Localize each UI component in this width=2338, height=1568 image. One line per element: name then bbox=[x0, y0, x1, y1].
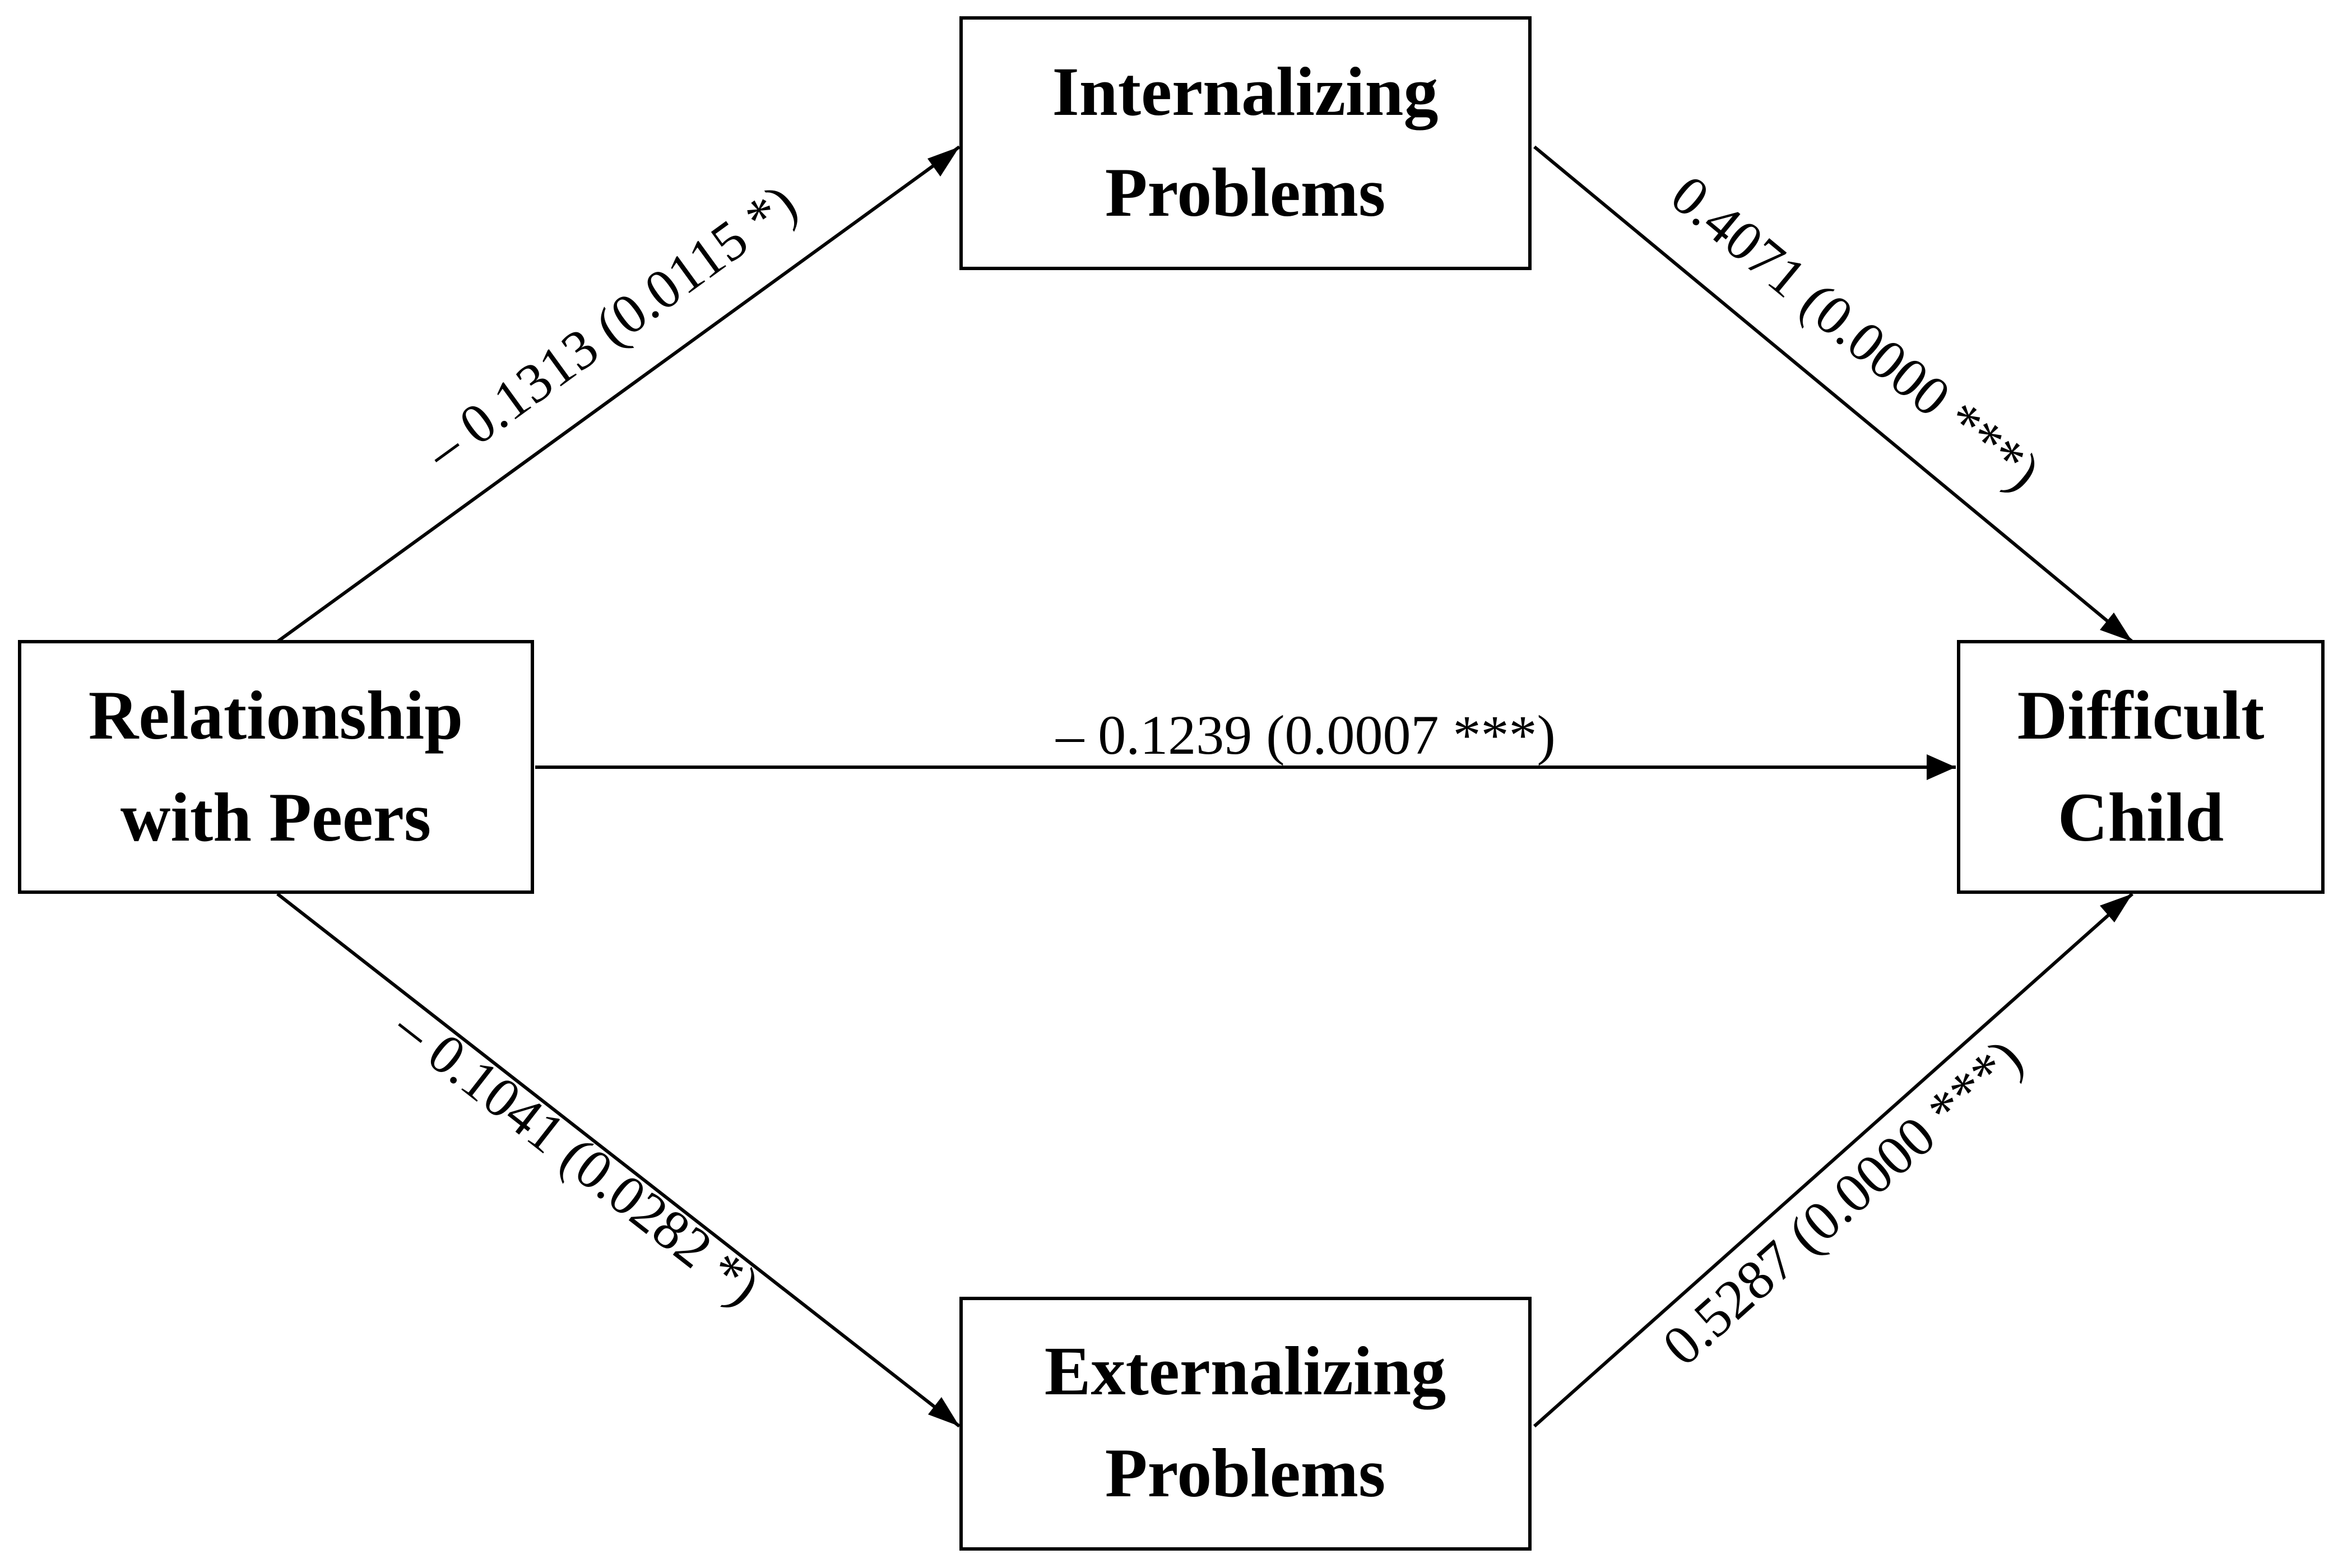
edge-label-internalizing-to-difficult: 0.4071 (0.0000 ***) bbox=[1659, 163, 2052, 503]
node-label-line2: Problems bbox=[1105, 1435, 1386, 1511]
edge-externalizing-to-difficult: 0.5287 (0.0000 ***) bbox=[1533, 892, 2133, 1428]
edge-peers-to-difficult: – 0.1239 (0.0007 ***) bbox=[535, 704, 1956, 780]
edge-label-peers-to-difficult: – 0.1239 (0.0007 ***) bbox=[1055, 704, 1556, 766]
edge-line bbox=[276, 145, 961, 643]
node-label-line1: Internalizing bbox=[1052, 53, 1439, 131]
edge-line bbox=[1533, 145, 2133, 643]
edge-line bbox=[276, 892, 961, 1428]
edge-internalizing-to-difficult: 0.4071 (0.0000 ***) bbox=[1533, 145, 2133, 643]
arrowhead bbox=[2100, 613, 2132, 642]
edge-label-externalizing-to-difficult: 0.5287 (0.0000 ***) bbox=[1651, 1027, 2034, 1377]
node-difficult-child: Difficult Child bbox=[1957, 640, 2325, 894]
node-relationship-with-peers: Relationship with Peers bbox=[18, 640, 534, 894]
node-label-line1: Difficult bbox=[2017, 677, 2265, 754]
node-label-line1: Externalizing bbox=[1045, 1333, 1446, 1410]
node-box bbox=[1957, 640, 2325, 894]
node-box bbox=[959, 1297, 1532, 1551]
edge-label-peers-to-externalizing: – 0.1041 (0.0282 *) bbox=[383, 995, 772, 1318]
node-label-line1: Relationship bbox=[89, 677, 463, 754]
edge-line bbox=[1533, 892, 2133, 1428]
edge-peers-to-internalizing: – 0.1313 (0.0115 *) bbox=[276, 145, 961, 643]
arrowhead bbox=[2100, 894, 2132, 922]
arrowhead bbox=[1927, 754, 1956, 780]
arrowhead bbox=[927, 147, 959, 177]
node-externalizing-problems: Externalizing Problems bbox=[959, 1297, 1532, 1551]
edge-peers-to-externalizing: – 0.1041 (0.0282 *) bbox=[276, 892, 961, 1428]
node-box bbox=[959, 16, 1532, 270]
edge-label-peers-to-internalizing: – 0.1313 (0.0115 *) bbox=[414, 172, 808, 482]
node-label-line2: Child bbox=[2058, 779, 2224, 856]
node-box bbox=[18, 640, 534, 894]
node-internalizing-problems: Internalizing Problems bbox=[959, 16, 1532, 270]
node-label-line2: Problems bbox=[1105, 154, 1386, 231]
arrowhead bbox=[928, 1397, 959, 1426]
node-label-line2: with Peers bbox=[120, 779, 431, 856]
